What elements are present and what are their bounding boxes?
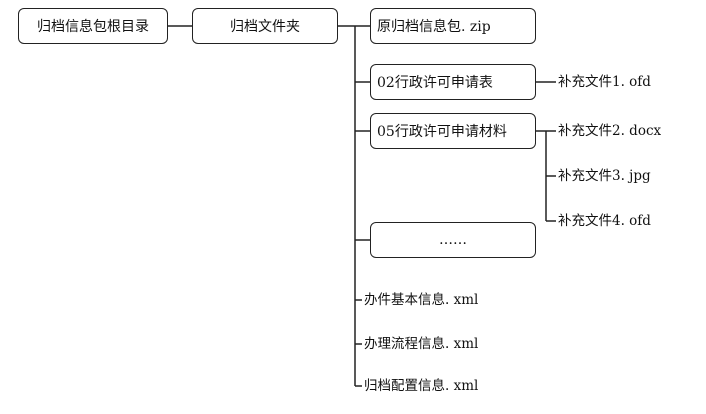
form-05-node[interactable]: 05行政许可申请材料 [370,113,536,149]
supplement-file-4[interactable]: 补充文件4. ofd [558,213,651,229]
form-02-node[interactable]: 02行政许可申请表 [370,64,536,100]
xml-file-config-info[interactable]: 归档配置信息. xml [364,378,479,394]
ellipsis-node[interactable]: …… [370,222,536,258]
root-directory-node[interactable]: 归档信息包根目录 [18,8,168,44]
supplement-file-2[interactable]: 补充文件2. docx [558,123,662,139]
supplement-file-1[interactable]: 补充文件1. ofd [558,74,651,90]
original-package-node[interactable]: 原归档信息包. zip [370,8,536,44]
archive-folder-node[interactable]: 归档文件夹 [192,8,338,44]
xml-file-basic-info[interactable]: 办件基本信息. xml [364,292,479,308]
xml-file-process-info[interactable]: 办理流程信息. xml [364,336,479,352]
supplement-file-3[interactable]: 补充文件3. jpg [558,168,651,184]
